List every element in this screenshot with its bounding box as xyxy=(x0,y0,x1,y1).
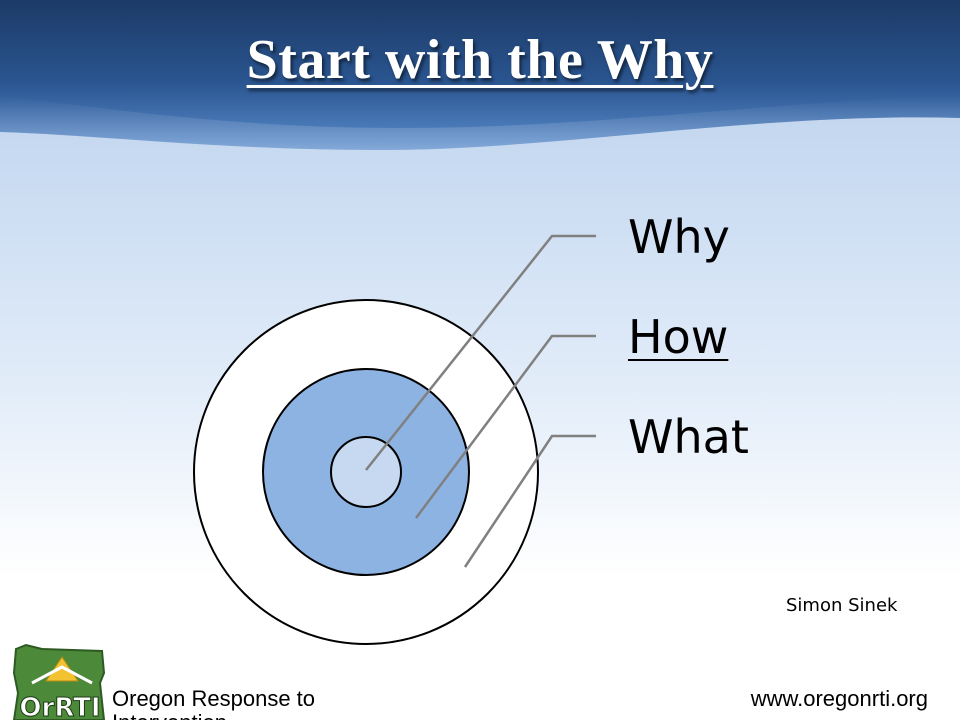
orrti-logo: OrRTI xyxy=(12,643,106,720)
footer-org-line1: Oregon Response to xyxy=(112,687,316,711)
label-what: What xyxy=(628,410,749,464)
logo-text: OrRTI xyxy=(19,693,100,720)
footer-organization: Oregon Response to Intervention xyxy=(112,687,352,720)
footer-org-line2: Intervention xyxy=(112,711,352,720)
label-how: How xyxy=(628,310,729,364)
leader-line-what xyxy=(463,434,596,568)
inner-circle-why xyxy=(330,436,402,508)
label-why: Why xyxy=(628,210,730,264)
author-credit: Simon Sinek xyxy=(786,595,898,616)
title-banner xyxy=(0,0,960,150)
leader-line-how xyxy=(414,334,596,519)
slide-title: Start with the Why xyxy=(246,29,714,91)
leader-line-why xyxy=(365,234,596,471)
footer-url[interactable]: www.oregonrti.org xyxy=(750,686,928,711)
